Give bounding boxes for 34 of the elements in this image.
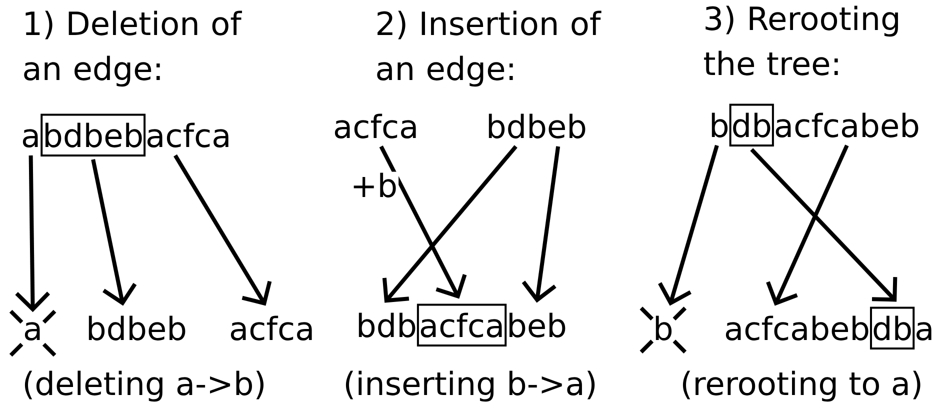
node-text: a <box>22 129 38 148</box>
caption: (inserting b->a) <box>346 370 595 402</box>
node-text: acfca <box>334 114 416 138</box>
boxed-text: acfca <box>416 304 507 346</box>
arrow <box>382 145 518 303</box>
arrow <box>379 146 467 299</box>
arrow <box>658 144 719 306</box>
node-text: beb <box>510 312 566 338</box>
edge-label: +b <box>349 172 399 198</box>
node-text: acfca <box>147 122 228 148</box>
node-text: acfcabeb <box>776 112 918 138</box>
arrow <box>174 154 272 306</box>
node-text: bdb <box>358 312 416 338</box>
node-text: a <box>24 322 40 340</box>
boxed-text: db <box>870 306 915 350</box>
arrow <box>750 148 898 302</box>
node-text: a <box>916 322 932 340</box>
node-text: acfca <box>230 316 312 340</box>
node-text: b <box>712 112 728 138</box>
node-text: acfcabeb <box>726 316 868 340</box>
arrow <box>91 159 137 306</box>
panel-heading: 3) Rerooting the tree: <box>704 6 898 76</box>
boxed-text: bdbeb <box>40 114 146 156</box>
arrow <box>522 146 560 303</box>
caption: (deleting a->b) <box>24 370 264 402</box>
arrow <box>15 155 50 312</box>
caption: (rerooting to a) <box>682 370 920 402</box>
boxed-text: db <box>729 104 774 146</box>
arrow <box>766 144 849 306</box>
panel-heading: 1) Deletion of an edge: <box>24 10 242 87</box>
panel-heading: 2) Insertion of an edge: <box>377 10 602 87</box>
node-text: bdbeb <box>488 114 586 138</box>
node-text: b <box>656 316 672 340</box>
node-text: bdbeb <box>88 316 186 340</box>
